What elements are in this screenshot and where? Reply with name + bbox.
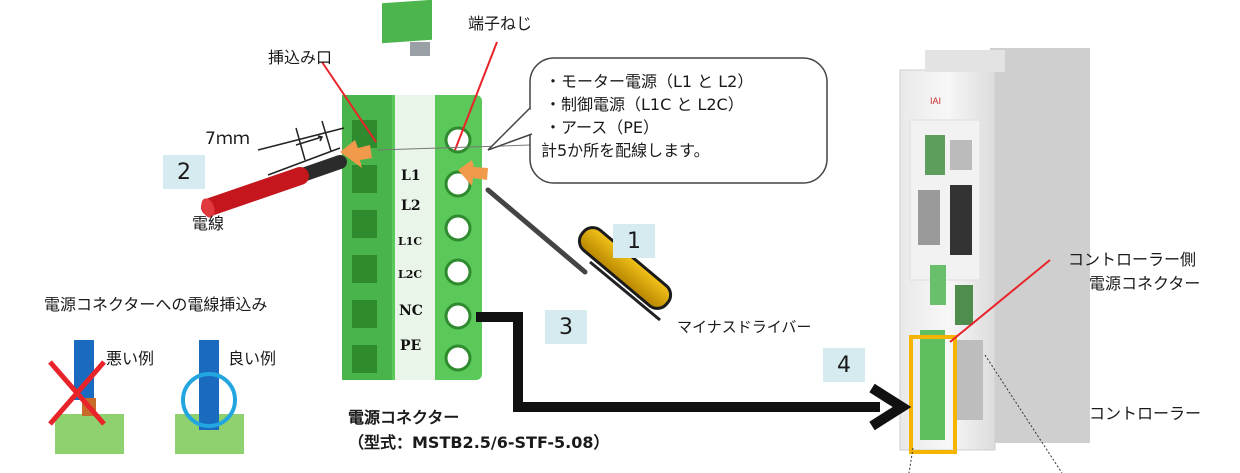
pin-label: PE: [400, 338, 421, 354]
screwdriver-label: マイナスドライバー: [677, 318, 812, 336]
controller-side-label: コントローラー側: [1068, 250, 1197, 269]
pin-label: NC: [399, 303, 423, 319]
screwdriver: [485, 187, 673, 322]
connector-highlight-box: [909, 335, 957, 454]
pin-label: L1C: [398, 235, 422, 248]
flow-arrow: [476, 312, 912, 431]
connector-model-label: （型式：MSTB2.5/6-STF-5.08）: [348, 433, 610, 452]
inset-title: 電源コネクターへの電線挿込み: [44, 295, 268, 314]
wire-length-label: 7ｍｍ: [205, 129, 250, 149]
step-badge-3: 3: [545, 310, 587, 344]
good-example-label: 良い例: [228, 349, 277, 368]
controller-leader-line: [949, 259, 1051, 343]
pin-label: L2: [401, 198, 421, 214]
step-badge-4: 4: [823, 348, 865, 382]
callout-line-3: ・アース（PE）: [545, 118, 659, 137]
wire: [201, 155, 347, 218]
callout-bubble: [487, 57, 828, 184]
dimension-marks: [257, 120, 345, 176]
power-connector: [342, 0, 482, 380]
pin-label: L2C: [398, 268, 422, 281]
bad-example-label: 悪い例: [106, 349, 155, 368]
terminal-screw-label: 端子ねじ: [468, 14, 533, 33]
callout-line-2: ・制御電源（L1C と L2C）: [545, 95, 744, 114]
connector-name-label: 電源コネクター: [348, 408, 460, 427]
controller-unit: IAI: [899, 48, 1090, 451]
power-connector-controller-label: 電源コネクター: [1089, 274, 1201, 293]
pin-label: L1: [401, 168, 421, 184]
wire-label: 電線: [192, 214, 225, 233]
svg-text:IAI: IAI: [930, 96, 941, 106]
step-badge-2: 2: [163, 155, 205, 189]
insert-arrow: [458, 160, 488, 186]
insert-port-label: 挿込み口: [268, 48, 333, 67]
controller-label: コントローラー: [1089, 404, 1202, 423]
step-badge-1: 1: [613, 224, 655, 258]
inset-illustration: [48, 340, 244, 454]
callout-line-4: 計5か所を配線します。: [541, 141, 710, 160]
callout-line-1: ・モーター電源（L1 と L2）: [545, 72, 754, 91]
insert-arrow: [340, 140, 372, 168]
